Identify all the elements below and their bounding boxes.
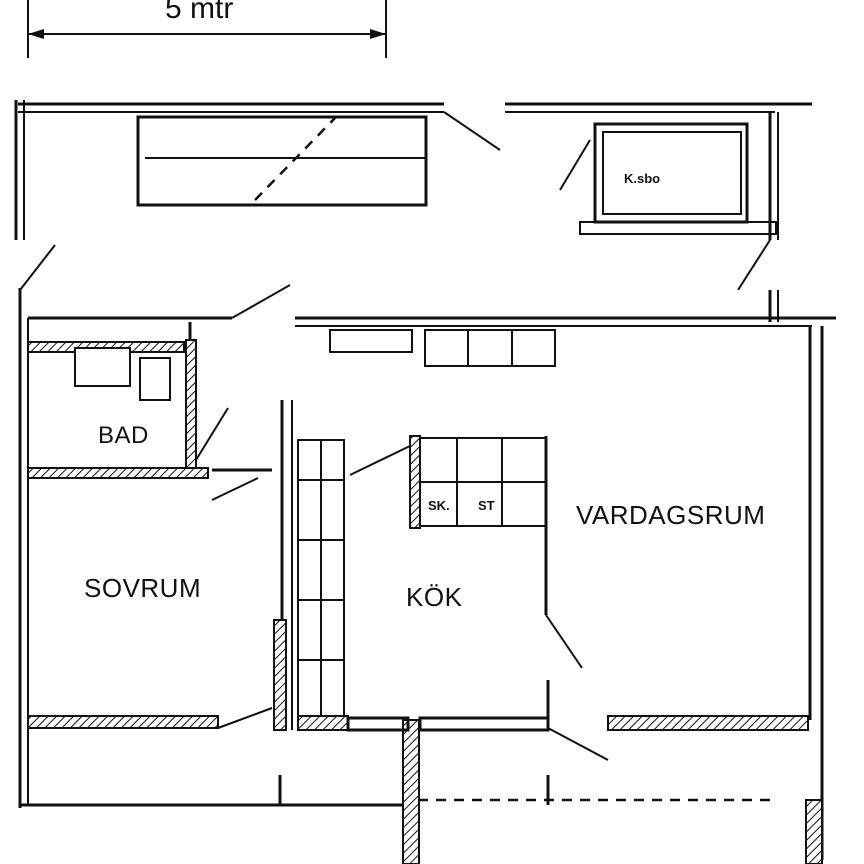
storage-area [14,100,812,322]
room-label-bad: BAD [98,422,149,449]
storage-label: K.sbo [624,171,661,186]
south-walls [278,680,809,805]
stove-label: ST [478,498,495,513]
scale-label: 5 mtr [165,0,234,25]
room-label-sovrum: SOVRUM [84,573,202,603]
sink-label: SK. [428,498,450,513]
bathroom [27,322,229,479]
kitchen-cabinets [297,329,583,731]
exterior-walls [18,284,836,864]
room-label-vardagsrum: VARDAGSRUM [576,500,766,530]
bedroom-walls [27,400,293,731]
scale-bar [27,0,387,58]
room-label-kok: KÖK [406,582,463,612]
